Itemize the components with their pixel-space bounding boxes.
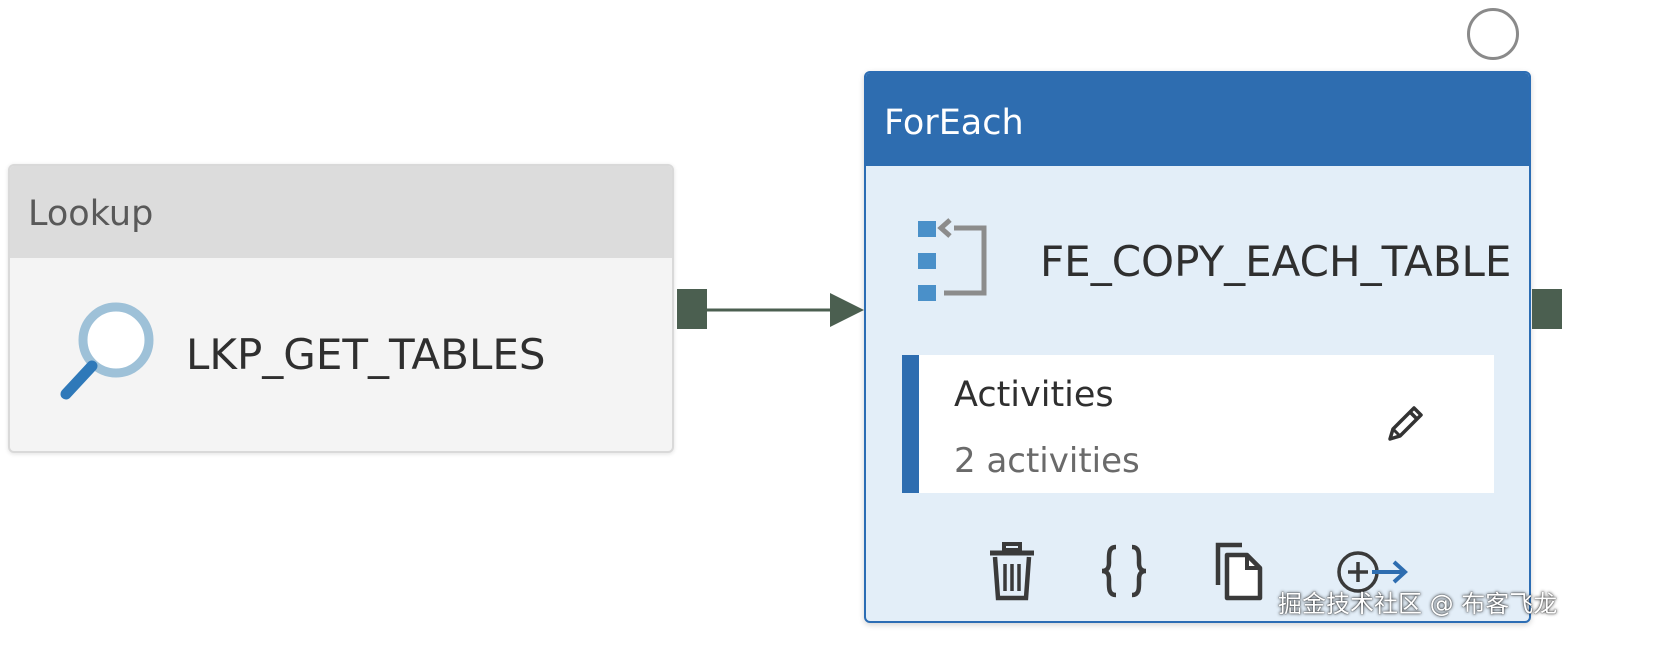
lookup-type-label: Lookup (10, 166, 672, 258)
activities-accent-bar (902, 355, 919, 493)
foreach-activity-name: FE_COPY_EACH_TABLE (1040, 237, 1512, 286)
activities-panel[interactable]: Activities 2 activities (902, 355, 1494, 493)
lookup-activity[interactable]: Lookup LKP_GET_TABLES (8, 164, 674, 453)
foreach-output-port[interactable] (1532, 289, 1562, 329)
activities-title: Activities (954, 375, 1114, 415)
dependency-handle[interactable] (1467, 8, 1519, 60)
add-output-icon[interactable] (1334, 541, 1410, 601)
watermark-text: 掘金技术社区 @ 布客飞龙 (1278, 590, 1558, 618)
activities-count: 2 activities (954, 441, 1140, 481)
delete-icon[interactable] (984, 541, 1040, 601)
lookup-activity-name: LKP_GET_TABLES (186, 330, 546, 379)
foreach-activity[interactable]: ForEach FE_COPY_EACH_TABLE Activities 2 … (864, 71, 1531, 623)
search-icon (60, 302, 154, 400)
foreach-loop-icon (918, 218, 987, 301)
code-braces-icon[interactable] (1096, 541, 1152, 601)
foreach-type-label: ForEach (866, 73, 1529, 166)
copy-icon[interactable] (1212, 541, 1268, 601)
lookup-output-port[interactable] (677, 289, 707, 329)
edit-pencil-icon[interactable] (1382, 399, 1430, 447)
success-connector-arrow[interactable] (706, 282, 866, 338)
